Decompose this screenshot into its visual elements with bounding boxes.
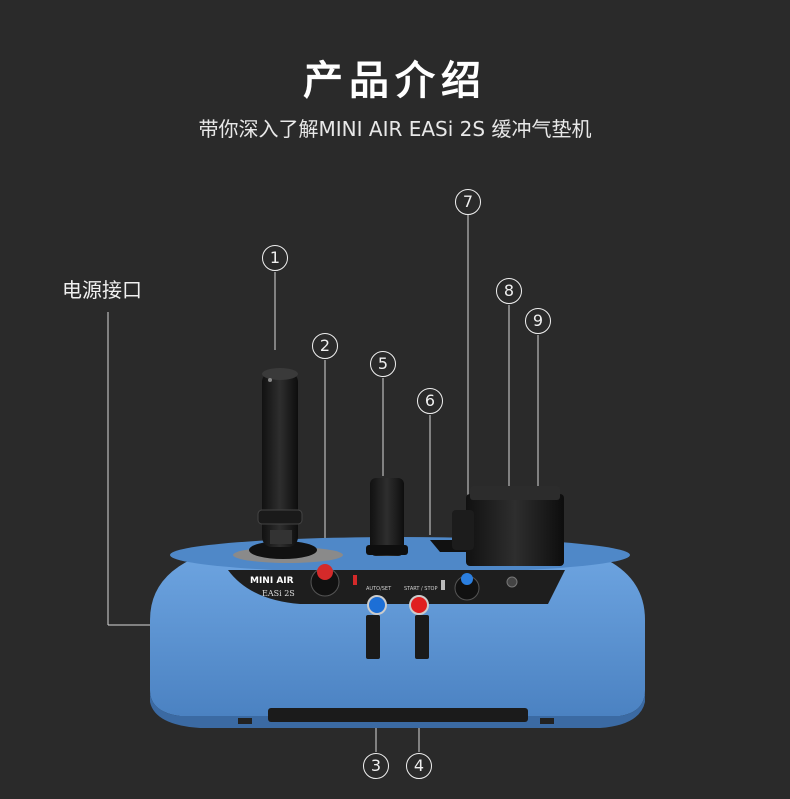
model-text: EASi 2S [262, 589, 295, 598]
svg-text:START / STOP: START / STOP [404, 586, 437, 592]
callout-2: 2 [312, 333, 338, 359]
brand-text: MINI AIR [250, 576, 294, 586]
page-subtitle: 带你深入了解MINI AIR EASi 2S 缓冲气垫机 [198, 117, 592, 141]
callout-3: 3 [363, 753, 389, 779]
callout-9: 9 [525, 308, 551, 334]
start-stop-button: START / STOP [404, 586, 437, 615]
temperature-knob [310, 564, 357, 597]
indicator-light [506, 576, 518, 588]
sealing-unit [452, 486, 564, 566]
machine-body [150, 537, 645, 728]
power-port-label: 电源接口 [62, 278, 142, 302]
callout-8: 8 [496, 278, 522, 304]
page-title: 产品介绍 [303, 58, 487, 104]
callout-1: 1 [262, 245, 288, 271]
auto-set-button: AUTO/SET [366, 586, 392, 615]
air-nozzle [233, 368, 343, 563]
callout-4: 4 [406, 753, 432, 779]
callout-6: 6 [417, 388, 443, 414]
speed-knob [441, 573, 480, 601]
film-guide [366, 478, 408, 556]
svg-text:AUTO/SET: AUTO/SET [366, 586, 392, 592]
callout-7: 7 [455, 189, 481, 215]
callout-5: 5 [370, 351, 396, 377]
